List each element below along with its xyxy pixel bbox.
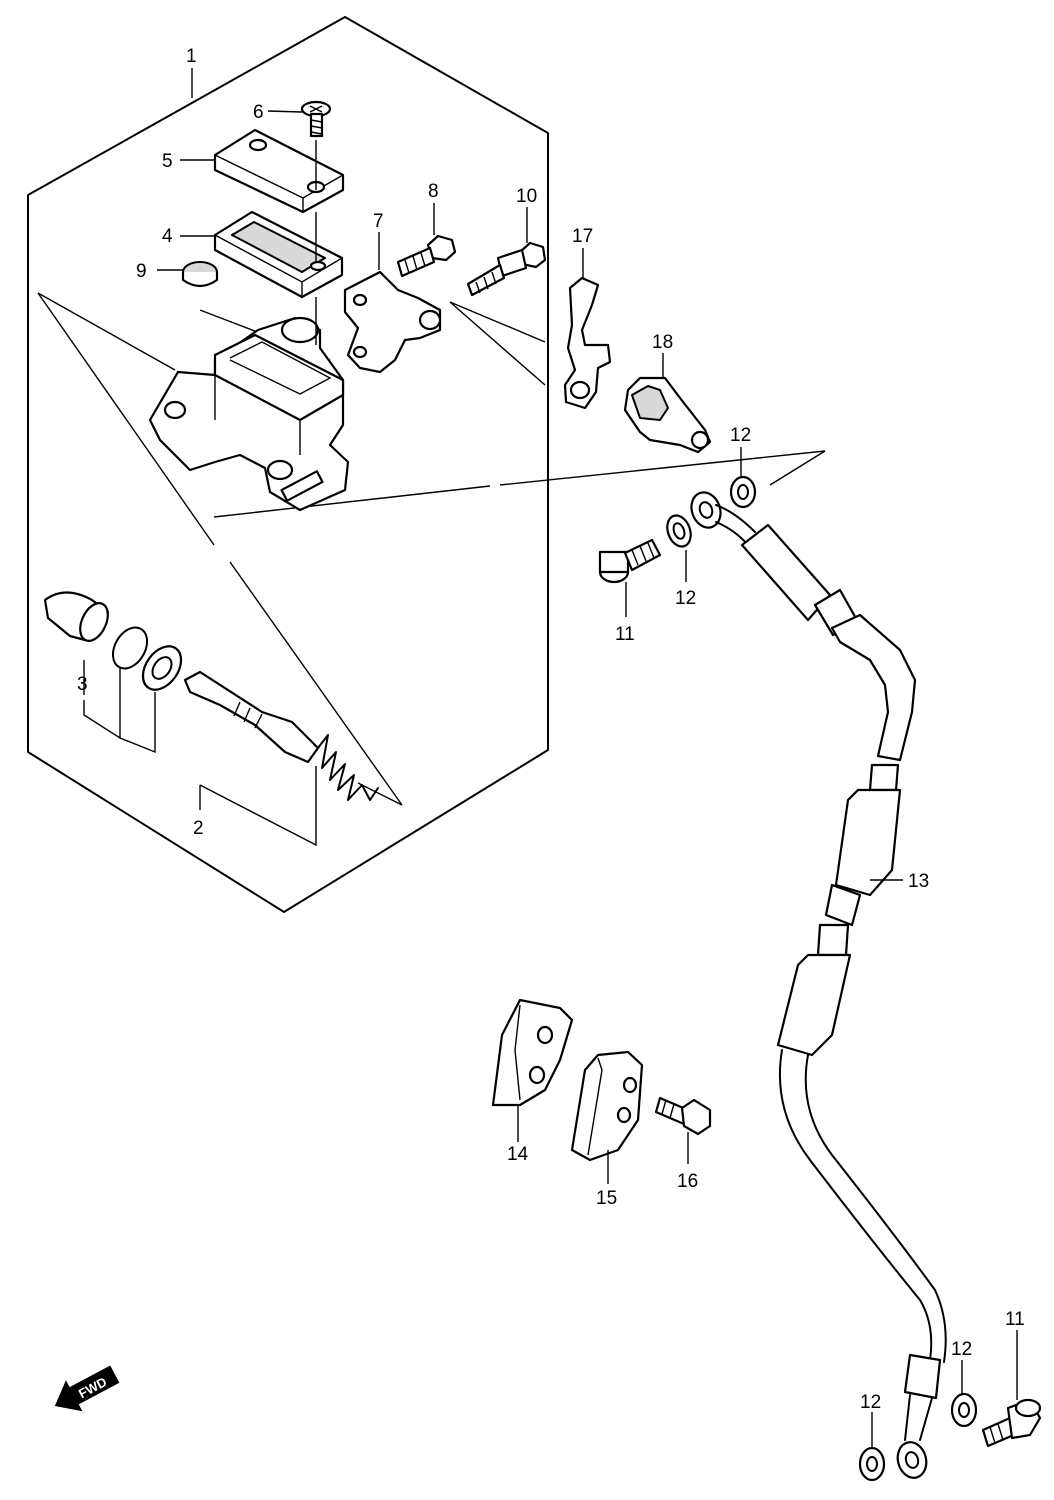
callout-4: 4 [162,226,173,247]
part-11-banjo-bolt-upper [598,538,662,584]
fwd-label: FWD [76,1374,109,1401]
callout-17: 17 [572,226,593,247]
callout-14: 14 [507,1144,529,1165]
part-18-switch [623,376,712,454]
part-12-washer-a [666,514,692,548]
part-14-holder [491,998,574,1107]
part-12-washer-b [729,475,757,509]
callout-12-d: 12 [860,1392,881,1413]
part-2-circlip [111,626,149,670]
part-13-clutch-hose [690,491,947,1479]
callout-2: 2 [193,818,204,839]
callout-6: 6 [253,102,264,123]
master-cylinder-body [148,316,350,512]
part-7-clamp [343,270,442,374]
assembly-guide-lines [37,292,826,806]
callout-18: 18 [652,332,673,353]
forward-arrow-icon: FWD [54,1365,120,1412]
callout-labels: 1 2 3 4 5 6 7 8 9 10 11 11 12 12 12 12 1… [77,46,1025,1413]
callout-7: 7 [373,211,384,232]
callout-12-b: 12 [675,588,696,609]
assembly-boundary [27,16,549,913]
part-12-washer-d [858,1446,886,1482]
part-5-reservoir-cap [213,128,345,214]
callout-15: 15 [596,1188,617,1209]
part-9-plug [181,261,219,288]
part-11-banjo-bolt-lower [981,1398,1042,1448]
callout-1: 1 [186,46,197,67]
part-16-bolt [654,1096,712,1136]
part-17-bracket [563,276,612,410]
part-4-diaphragm [213,210,344,299]
callout-10: 10 [516,186,537,207]
part-2-washer [141,645,183,691]
callout-16: 16 [677,1171,698,1192]
callout-3: 3 [77,674,88,695]
part-8-bolt [396,234,457,278]
callout-11-lower: 11 [1005,1309,1025,1330]
callout-12-c: 12 [951,1339,972,1360]
callout-5: 5 [162,151,173,172]
callout-9: 9 [136,261,147,282]
part-2-piston [183,670,320,764]
part-15-holder [570,1050,644,1162]
callout-8: 8 [428,181,439,202]
callout-12-a: 12 [730,425,751,446]
part-12-washer-c [950,1392,978,1428]
part-2-spring [317,734,379,801]
part-6-screw [300,100,332,138]
part-10-pivot-bolt [466,241,547,297]
leader-lines [83,68,1018,1448]
part-3-boot [43,591,110,642]
callout-11-upper: 11 [615,624,635,645]
callout-13: 13 [908,871,929,892]
